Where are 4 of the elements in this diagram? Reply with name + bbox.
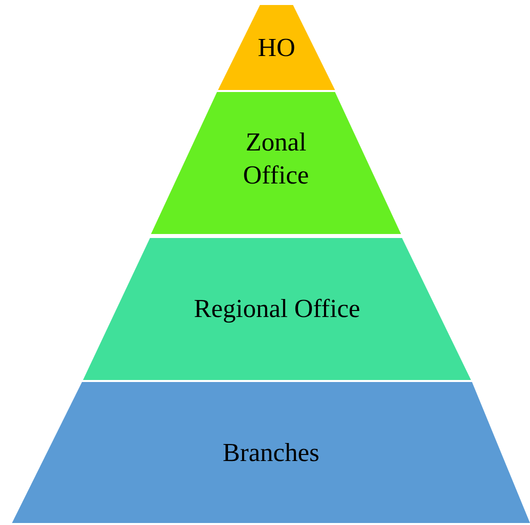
tier-label: HO (258, 31, 296, 64)
tier-label: Branches (222, 436, 320, 468)
tier-label: Regional Office (194, 292, 360, 325)
tier-label: Zonal Office (242, 126, 310, 191)
